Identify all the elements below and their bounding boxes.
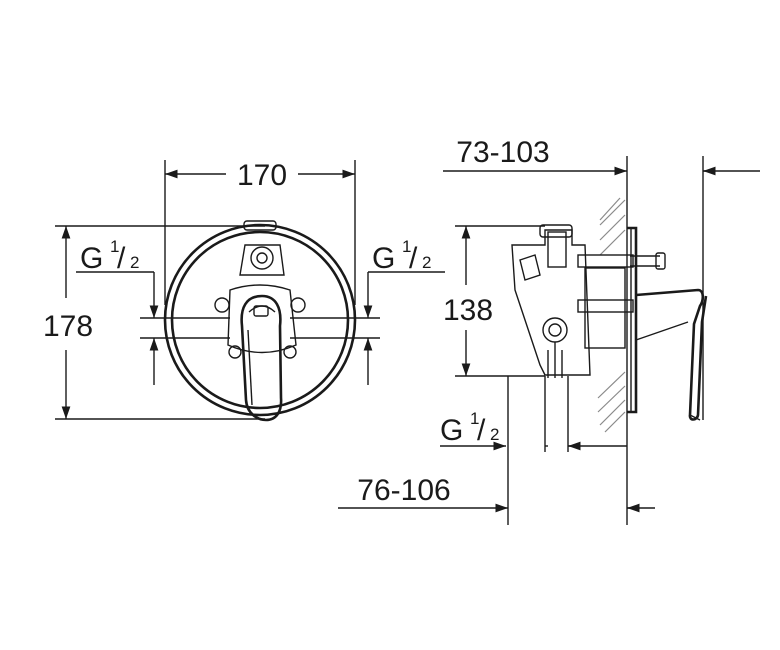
right-thread-label: G bbox=[372, 242, 395, 275]
right-thread-slash: / bbox=[409, 242, 418, 275]
left-thread-den: 2 bbox=[130, 253, 139, 272]
height-dimension-side: 138 bbox=[443, 225, 545, 377]
left-thread-dimension: G 1 / 2 bbox=[76, 237, 230, 385]
side-thread-slash: / bbox=[477, 414, 486, 447]
depth-bottom-label: 76-106 bbox=[357, 474, 450, 507]
width-dimension: 170 bbox=[165, 159, 355, 192]
side-thread-num: 1 bbox=[470, 409, 479, 428]
front-view: 170 178 G 1 / 2 G bbox=[43, 159, 445, 422]
side-view: 73-103 138 bbox=[338, 136, 760, 525]
left-thread-num: 1 bbox=[110, 237, 119, 256]
escutcheon-side bbox=[627, 226, 638, 414]
height-side-label: 138 bbox=[443, 294, 493, 327]
valve-side-body bbox=[511, 224, 634, 378]
valve-body bbox=[214, 244, 306, 359]
wall-hatching bbox=[597, 197, 626, 433]
depth-top-label: 73-103 bbox=[456, 136, 549, 169]
left-thread-label: G bbox=[80, 242, 103, 275]
depth-dimension-bottom: 76-106 bbox=[338, 376, 655, 525]
height-dimension: 178 bbox=[43, 226, 93, 419]
lever-handle bbox=[240, 294, 283, 422]
side-thread-den: 2 bbox=[490, 425, 499, 444]
width-dimension-label: 170 bbox=[237, 159, 287, 192]
height-dimension-label: 178 bbox=[43, 310, 93, 343]
depth-dimension-top: 73-103 bbox=[443, 136, 760, 176]
right-thread-den: 2 bbox=[422, 253, 431, 272]
left-thread-slash: / bbox=[117, 242, 126, 275]
escutcheon-plate bbox=[163, 220, 357, 417]
side-thread-label: G bbox=[440, 414, 463, 447]
right-thread-num: 1 bbox=[402, 237, 411, 256]
lever-side bbox=[635, 288, 708, 421]
side-thread-dimension: G 1 / 2 bbox=[440, 376, 627, 452]
right-thread-dimension: G 1 / 2 bbox=[290, 237, 445, 385]
